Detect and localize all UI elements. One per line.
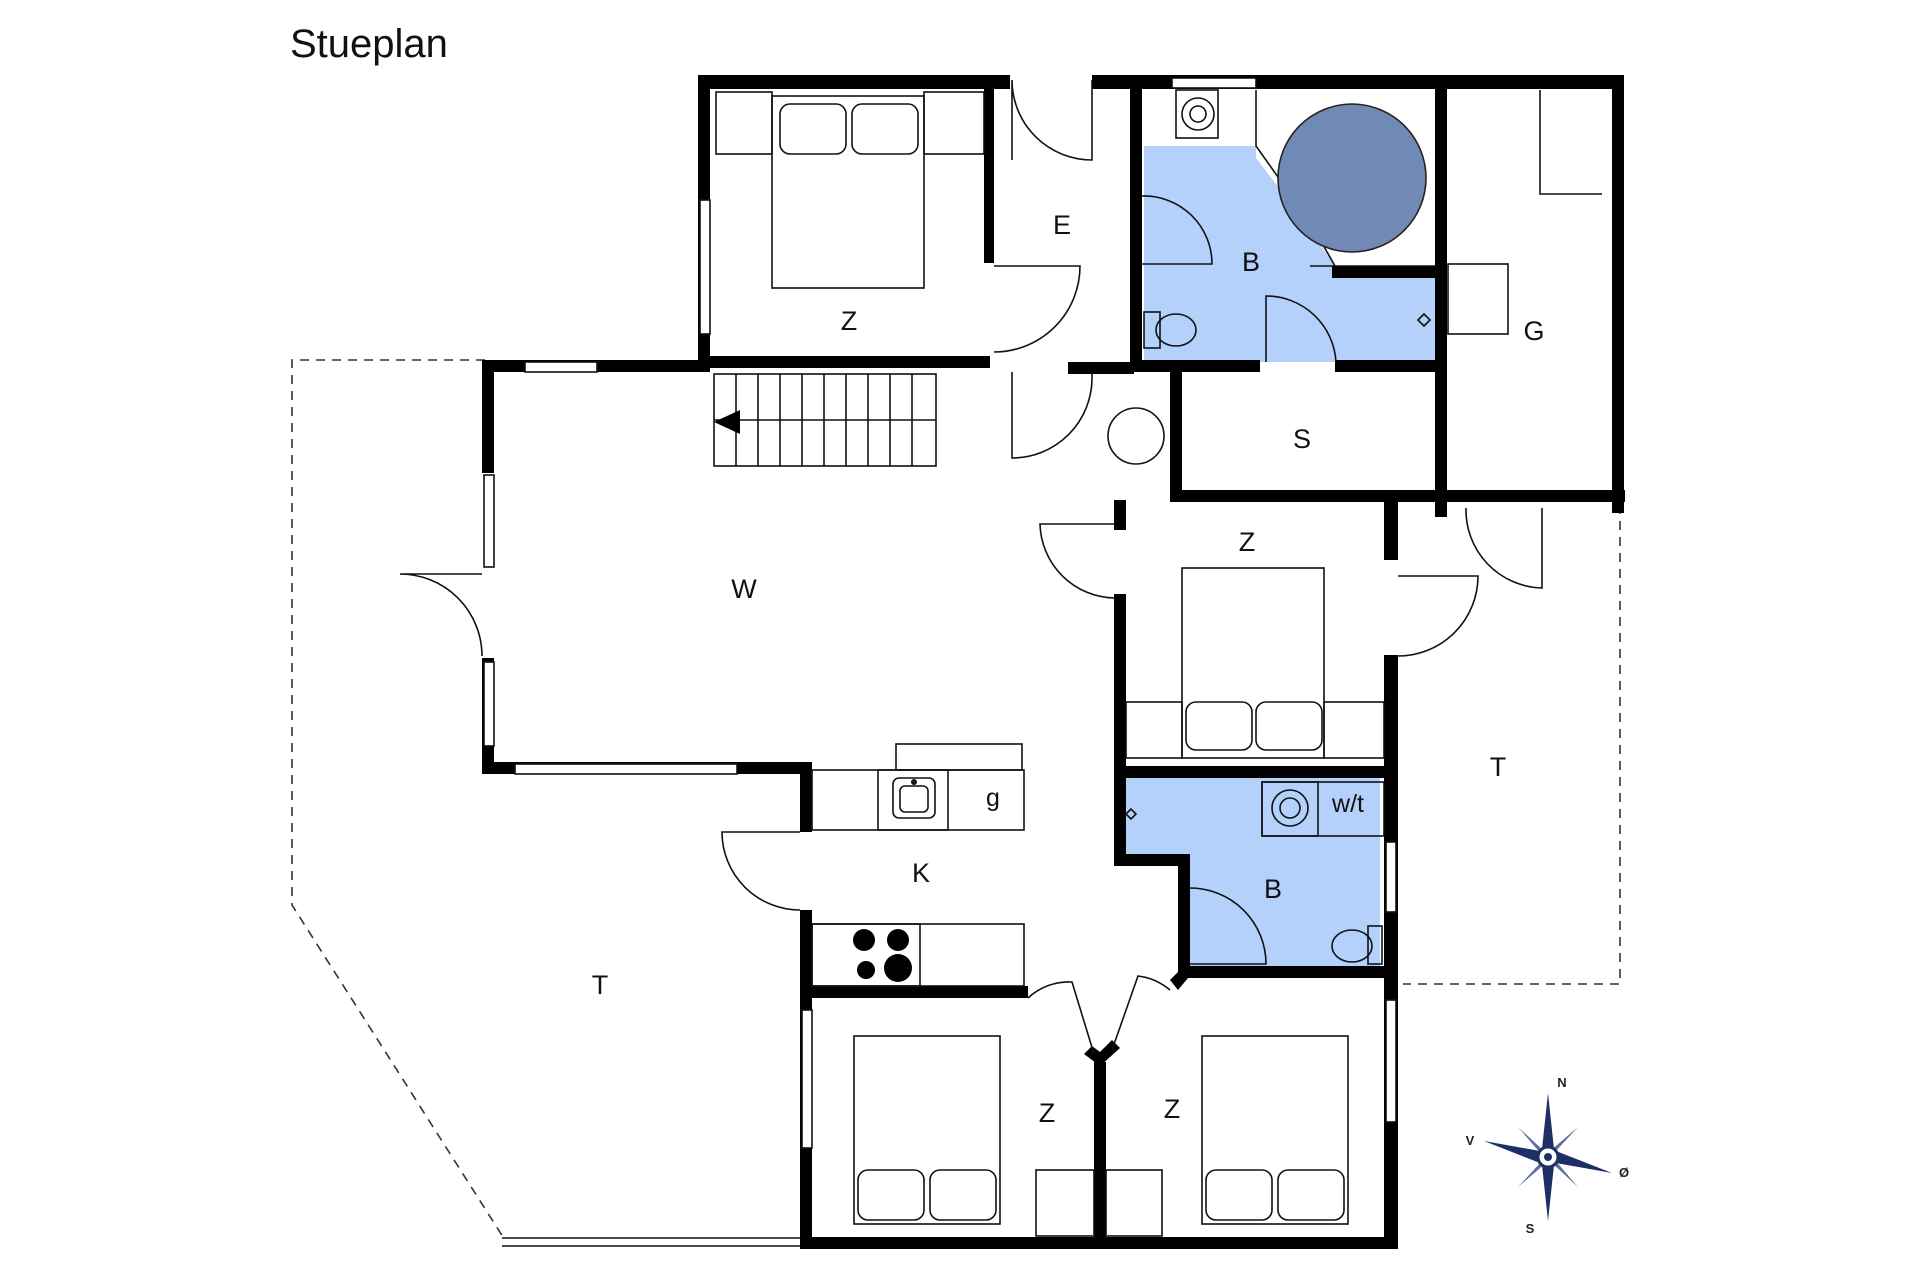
window: [524, 361, 598, 373]
room-label-bedroom-bottom-right: Z: [1164, 1094, 1181, 1124]
double-bed: [1181, 567, 1325, 759]
windows: [483, 77, 1397, 1247]
wet-room-fills: [1126, 146, 1435, 972]
doors[interactable]: [399, 79, 1543, 1055]
stove-burner: [884, 954, 912, 982]
compass-west-label: V: [1466, 1133, 1475, 1148]
window: [699, 199, 711, 335]
terrace-left-outline: [291, 359, 504, 1238]
toilet: [1331, 929, 1373, 963]
room-label-terrace-left: T: [592, 970, 609, 1000]
room-label-terrace-right: T: [1490, 752, 1507, 782]
compass-north-label: N: [1557, 1075, 1566, 1090]
window: [483, 661, 495, 747]
double-bed: [853, 1035, 1001, 1225]
kitchen-counter-label: g: [986, 784, 1000, 812]
room-label-entrance: E: [1053, 210, 1071, 240]
bathroom-top-floor: [1144, 146, 1435, 362]
compass-south-label: S: [1526, 1221, 1535, 1236]
sink: [1175, 89, 1219, 139]
window: [1385, 999, 1397, 1123]
compass-rose-icon: N S Ø V: [1466, 1075, 1629, 1236]
floor-drain: [1416, 312, 1432, 328]
furniture: [715, 89, 1602, 1237]
staircase: [713, 373, 937, 467]
bathroom-bottom-floor: [1126, 776, 1380, 972]
window: [1385, 841, 1397, 913]
kitchen-counter: [811, 923, 1025, 987]
walls: [482, 75, 1625, 1249]
compass-east-label: Ø: [1619, 1165, 1629, 1180]
window: [514, 763, 738, 775]
window: [801, 1009, 813, 1149]
floor-plan-title: Stueplan: [290, 22, 448, 66]
washer-dryer-label: w/t: [1331, 790, 1364, 818]
room-label-bedroom-middle: Z: [1239, 527, 1256, 557]
stair-direction-arrow: [714, 410, 740, 434]
stove-burner: [857, 961, 875, 979]
room-label-bedroom-bottom-left: Z: [1039, 1098, 1056, 1128]
terrace-right-outline: [1403, 505, 1621, 985]
room-label-living-room: W: [731, 574, 757, 604]
room-label-bathroom-top: B: [1242, 247, 1260, 277]
washer-dryer: [1261, 781, 1319, 837]
window: [483, 474, 495, 568]
room-label-bathroom-bottom: B: [1264, 874, 1282, 904]
window: [1171, 77, 1257, 89]
room-label-bedroom-top: Z: [841, 306, 858, 336]
room-labels: Z E B G S W Z K B T T Z Z g w/t: [592, 210, 1545, 1128]
terrace-outlines: [291, 359, 1621, 1238]
whirlpool: [1277, 103, 1427, 253]
room-label-kitchen: K: [912, 858, 930, 888]
floor-drain: [1124, 807, 1138, 821]
stove-burner: [853, 929, 875, 951]
double-bed: [1201, 1035, 1349, 1225]
kitchen-sink: [892, 777, 936, 819]
room-label-room-g: G: [1523, 316, 1544, 346]
round-fixture: [1107, 407, 1165, 465]
stove-burner: [887, 929, 909, 951]
toilet: [1155, 313, 1197, 347]
double-bed: [771, 95, 925, 289]
room-label-storage: S: [1293, 424, 1311, 454]
